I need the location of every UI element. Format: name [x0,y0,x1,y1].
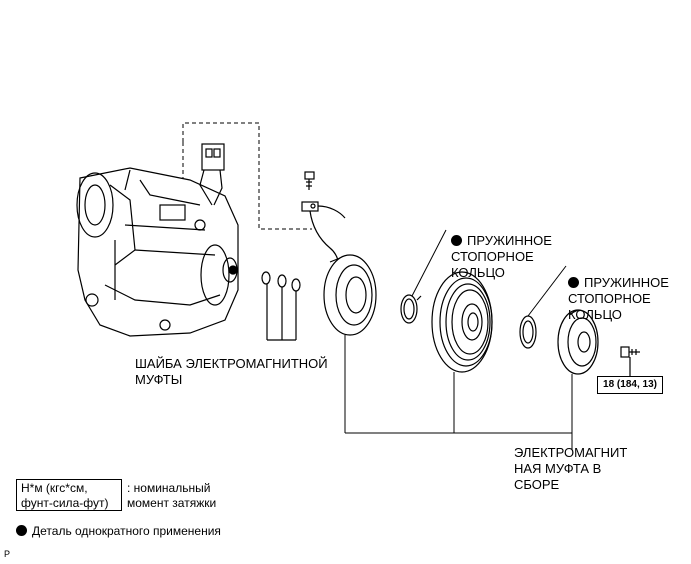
snap-ring-label-1-text: ПРУЖИННОЕ СТОПОРНОЕ КОЛЬЦО [451,233,552,280]
magnetic-clutch-stator [323,254,377,336]
torque-units-legend-desc: : номинальный момент затяжки [127,481,217,510]
non-reusable-bullet-icon [451,235,462,246]
non-reusable-legend: Деталь однократного применения [16,524,221,539]
wiring-dashed-outline [182,122,312,230]
snap-ring-1 [400,294,422,324]
clutch-sensor [301,201,346,266]
compressor [76,167,239,337]
snap-ring-2 [519,315,537,349]
hub-bolt [620,346,640,376]
clutch-assembly-label: ЭЛЕКТРОМАГНИТ НАЯ МУФТА В СБОРЕ [514,445,628,492]
magnetic-clutch-hub [557,309,599,375]
leader-lines [344,229,573,450]
snap-ring-label-1: ПРУЖИННОЕ СТОПОРНОЕ КОЛЬЦО [451,217,552,281]
shim-label: ШАЙБА ЭЛЕКТРОМАГНИТНОЙ МУФТЫ [135,356,328,387]
compressor-connector [199,143,225,206]
snap-ring-label-2-text: ПРУЖИННОЕ СТОПОРНОЕ КОЛЬЦО [568,275,669,322]
torque-spec-box: 18 (184, 13) [597,376,663,394]
page-code: P [4,549,11,559]
non-reusable-bullet-icon [568,277,579,288]
magnetic-clutch-pulley [431,271,493,373]
clutch-shims [261,271,301,341]
snap-ring-label-2: ПРУЖИННОЕ СТОПОРНОЕ КОЛЬЦО [568,259,669,323]
non-reusable-bullet-icon [16,525,27,536]
sensor-bolt [304,171,315,190]
torque-units-legend-box: Н*м (кгс*см, фунт-сила-фут) [16,479,122,511]
non-reusable-legend-text: Деталь однократного применения [32,524,221,538]
